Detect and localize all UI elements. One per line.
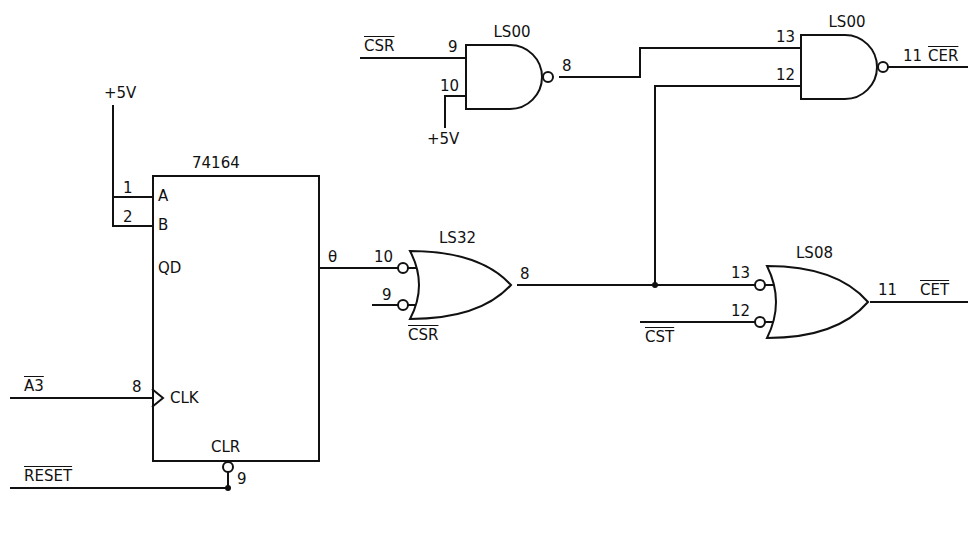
pin-label: 8 [520,265,530,283]
gate-outline [800,34,890,100]
pin-label: 9 [448,38,458,56]
pin-label: 11 [903,47,922,65]
signal-name: A3 [24,377,44,395]
wire [360,57,465,59]
wire [640,321,755,323]
pin-label: θ [328,248,337,266]
signal-wire [320,267,398,269]
junction-dot [225,485,231,491]
pin-label: 9 [382,286,392,304]
shift-register-chip: 74164 [152,175,320,462]
gate-outline [465,44,555,110]
wire [870,301,968,303]
pin-label: 2 [123,208,133,226]
gate-outline [398,250,513,320]
wire [445,96,465,128]
or-gate-inverted-inputs: LS32 [398,228,517,320]
part-number: LS00 [465,22,559,44]
pin-label: QD [158,259,181,277]
signal-name: CET [920,281,949,299]
pin-label: 13 [776,28,795,46]
wire [888,66,968,68]
part-number: LS08 [755,243,874,265]
nand-gate: LS00 [465,22,559,110]
signal-name: CSR [408,326,438,344]
pin-label: 13 [731,264,750,282]
gate-outline [755,265,870,339]
pin-label: A [158,187,168,205]
pin-label: B [158,216,168,234]
signal-name: RESET [24,467,72,485]
pin-label: 12 [776,66,795,84]
pin-label: 1 [123,179,133,197]
pin-label: 9 [237,470,247,488]
pin-label: 11 [878,281,897,299]
part-number: LS32 [398,228,517,250]
signal-wire [517,284,755,286]
wire [10,397,152,399]
signal-name: CER [928,47,958,65]
pin-label: +5V [427,130,459,148]
signal-wire [517,86,800,285]
pin-label: 8 [132,378,142,396]
wire [372,304,398,306]
pin-label: 12 [731,302,750,320]
pin-label: 10 [440,77,459,95]
pin-label: +5V [104,84,136,102]
part-number: 74164 [192,153,240,173]
signal-name: CST [645,328,674,346]
pin-label: CLK [170,389,199,407]
signal-wire [559,48,800,77]
pin-label: 8 [562,57,572,75]
wire [113,105,152,226]
nand-gate: LS00 [800,12,894,100]
or-gate-inverted-inputs: LS08 [755,243,874,339]
pin-label: 10 [374,248,393,266]
part-number: LS00 [800,12,894,34]
pin-label: CLR [211,438,240,456]
signal-name: CSR [364,37,394,55]
inversion-bubble [223,462,233,472]
